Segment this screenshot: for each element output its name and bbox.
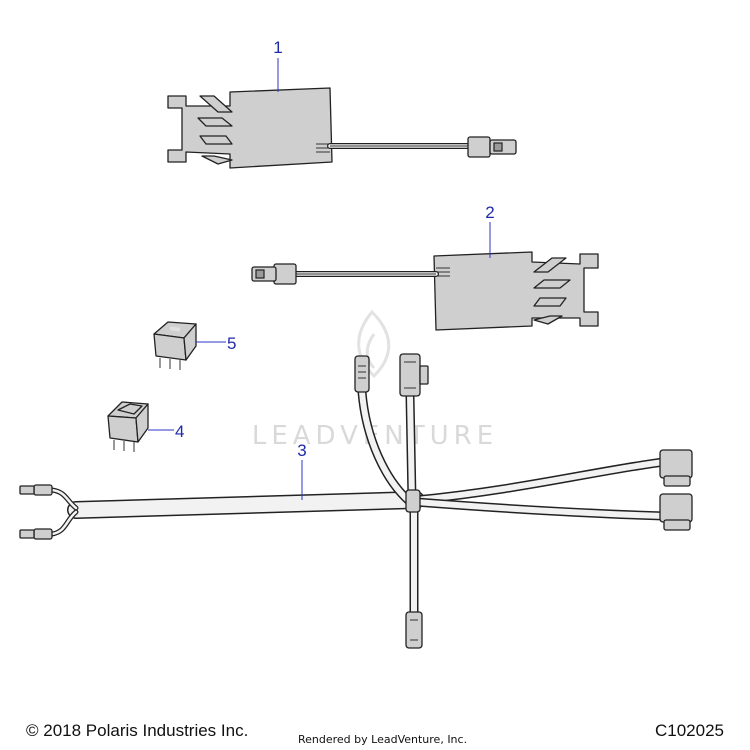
watermark: LEADVENTURE bbox=[252, 309, 493, 451]
callout-4-label: 4 bbox=[175, 422, 184, 441]
diagram-code: C102025 bbox=[654, 721, 724, 740]
part-3-wire-harness[interactable] bbox=[19, 353, 693, 649]
callout-1[interactable]: 1 bbox=[273, 38, 283, 92]
callout-1-label: 1 bbox=[273, 38, 282, 57]
part-4-rocker-switch[interactable] bbox=[107, 401, 149, 452]
part-5-rocker-switch[interactable] bbox=[153, 321, 197, 370]
part-1-heater-pad[interactable] bbox=[167, 87, 517, 169]
callout-5[interactable]: 5 bbox=[196, 334, 236, 353]
callout-3-label: 3 bbox=[297, 441, 306, 460]
copyright-text: © 2018 Polaris Industries Inc. bbox=[26, 721, 249, 740]
flame-logo-icon bbox=[357, 309, 391, 379]
callout-3[interactable]: 3 bbox=[297, 441, 307, 500]
callout-5-label: 5 bbox=[227, 334, 236, 353]
callout-4[interactable]: 4 bbox=[148, 422, 184, 441]
part-2-heater-pad[interactable] bbox=[251, 251, 599, 331]
callout-2-label: 2 bbox=[485, 203, 494, 222]
callout-2[interactable]: 2 bbox=[485, 203, 495, 258]
render-credit-text: Rendered by LeadVenture, Inc. bbox=[298, 733, 468, 746]
